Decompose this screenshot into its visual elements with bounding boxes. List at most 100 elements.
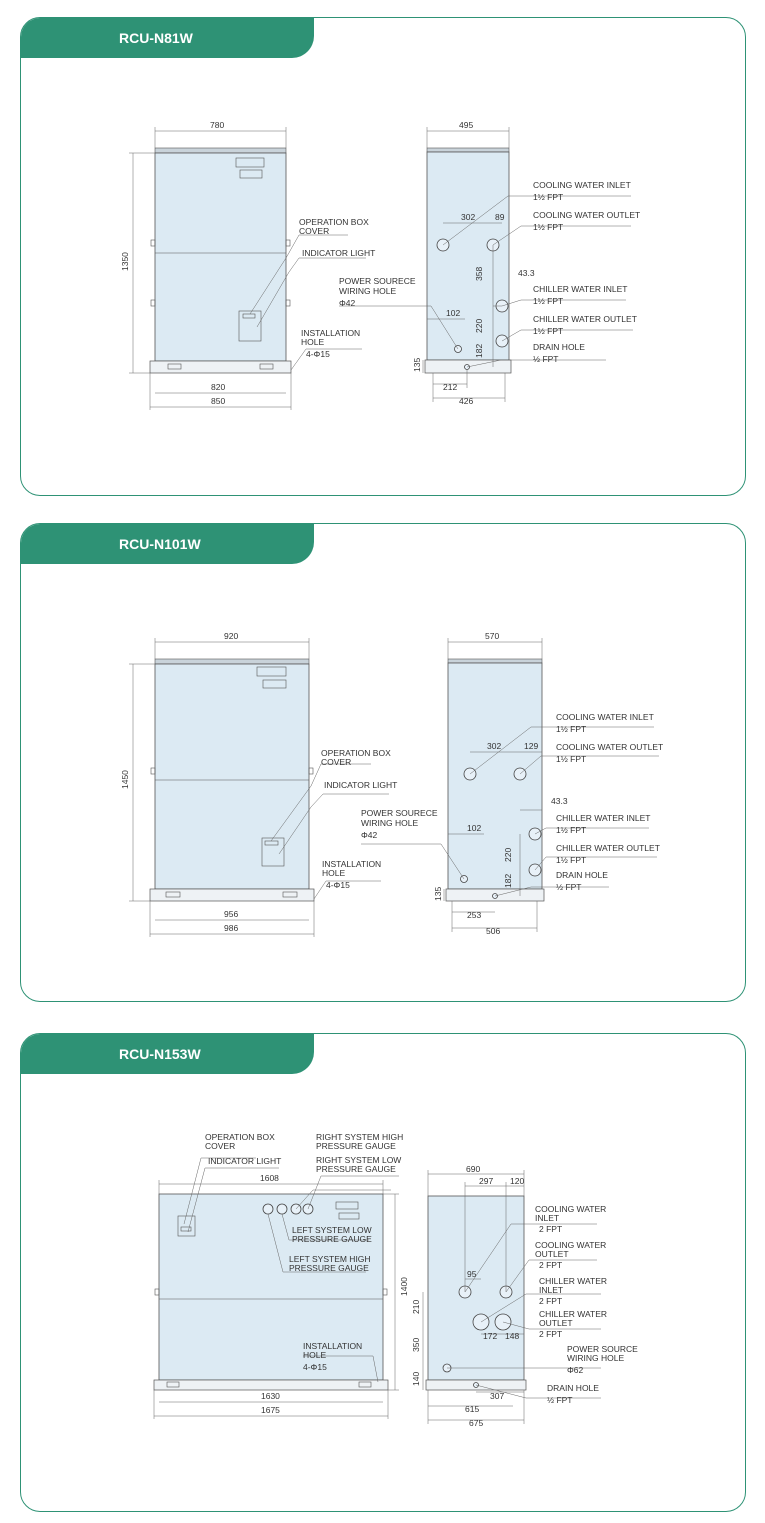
dim-297: 297 [479, 1176, 493, 1186]
install-label-2: HOLE [301, 337, 324, 347]
ch-in-label: CHILLER WATER INLET [556, 813, 650, 823]
dim-307: 307 [490, 1391, 504, 1401]
front-view [129, 638, 389, 937]
ch-out-label: CHILLER WATER [539, 1309, 607, 1319]
base-outer-dim: 850 [211, 396, 225, 406]
drain-label: DRAIN HOLE [547, 1383, 599, 1393]
cw-out-size: 1½ FPT [533, 222, 563, 232]
ch-out-size: 1½ FPT [556, 855, 586, 865]
power-size: Φ42 [339, 298, 356, 308]
model-title-tab: RCU-N81W [21, 18, 314, 58]
dim-253: 253 [467, 910, 481, 920]
power-size: Φ62 [567, 1365, 584, 1375]
right-low-label: RIGHT SYSTEM LOW [316, 1155, 401, 1165]
cw-in-label-2: INLET [535, 1213, 559, 1223]
indicator-label: INDICATOR LIGHT [324, 780, 397, 790]
ch-out-label-2: OUTLET [539, 1318, 573, 1328]
ch-in-label: CHILLER WATER [539, 1276, 607, 1286]
indicator-label: INDICATOR LIGHT [208, 1156, 281, 1166]
front-height-dim: 1350 [120, 252, 130, 271]
op-box-label: OPERATION BOX [299, 217, 369, 227]
dim-43: 43.3 [551, 796, 568, 806]
dim-148: 148 [505, 1331, 519, 1341]
install-label: INSTALLATION [301, 328, 360, 338]
front-width-dim: 1608 [260, 1173, 279, 1183]
install-label: INSTALLATION [303, 1341, 362, 1351]
side-view [361, 638, 659, 932]
drain-size: ½ FPT [547, 1395, 573, 1405]
ch-out-label: CHILLER WATER OUTLET [533, 314, 637, 324]
base-outer-dim: 986 [224, 923, 238, 933]
drain-label: DRAIN HOLE [533, 342, 585, 352]
ch-out-size: 1½ FPT [533, 326, 563, 336]
dimension-drawing: 780 1350 820 850 OPERATION BOX COVER IND… [120, 120, 640, 410]
dim-135: 135 [433, 887, 443, 901]
side-width-dim: 690 [466, 1164, 480, 1174]
section-rcu-n153w: RCU-N153W [20, 1033, 746, 1512]
cw-in-label: COOLING WATER INLET [533, 180, 631, 190]
dim-302: 302 [487, 741, 501, 751]
dimension-drawing: 1608 1400 1630 1675 OPERATION BOX COVER … [153, 1132, 638, 1428]
power-label-2: WIRING HOLE [567, 1353, 624, 1363]
power-size: Φ42 [361, 830, 378, 840]
install-label: INSTALLATION [322, 859, 381, 869]
drain-size: ½ FPT [556, 882, 582, 892]
op-box-label-2: COVER [299, 226, 329, 236]
indicator-label: INDICATOR LIGHT [302, 248, 375, 258]
dim-212: 212 [443, 382, 457, 392]
cw-in-label: COOLING WATER INLET [556, 712, 654, 722]
left-low-label-2: PRESSURE GAUGE [292, 1234, 372, 1244]
power-label-2: WIRING HOLE [361, 818, 418, 828]
dim-129: 129 [524, 741, 538, 751]
left-high-label: LEFT SYSTEM HIGH [289, 1254, 371, 1264]
right-low-label-2: PRESSURE GAUGE [316, 1164, 396, 1174]
cw-in-size: 2 FPT [539, 1224, 562, 1234]
ch-in-label: CHILLER WATER INLET [533, 284, 627, 294]
section-rcu-n101w: RCU-N101W 920 1450 956 9 [20, 523, 746, 1002]
base-inner-dim: 956 [224, 909, 238, 919]
base-outer-dim: 1675 [261, 1405, 280, 1415]
install-label-3: 4-Φ15 [303, 1362, 327, 1372]
right-high-label: RIGHT SYSTEM HIGH [316, 1132, 403, 1142]
dim-43: 43.3 [518, 268, 535, 278]
install-label-3: 4-Φ15 [306, 349, 330, 359]
ch-out-size: 2 FPT [539, 1329, 562, 1339]
dim-615: 615 [465, 1404, 479, 1414]
cw-out-size: 2 FPT [539, 1260, 562, 1270]
front-height-dim: 1400 [399, 1277, 409, 1296]
dim-302: 302 [461, 212, 475, 222]
cw-out-label: COOLING WATER OUTLET [533, 210, 640, 220]
ch-in-label-2: INLET [539, 1285, 563, 1295]
drain-size: ½ FPT [533, 354, 559, 364]
front-width-dim: 920 [224, 631, 238, 641]
dim-182: 182 [474, 344, 484, 358]
install-label-2: HOLE [303, 1350, 326, 1360]
dim-675: 675 [469, 1418, 483, 1428]
ch-out-label: CHILLER WATER OUTLET [556, 843, 660, 853]
right-high-label-2: PRESSURE GAUGE [316, 1141, 396, 1151]
op-box-label: OPERATION BOX [205, 1132, 275, 1142]
power-label-2: WIRING HOLE [339, 286, 396, 296]
dim-102: 102 [446, 308, 460, 318]
drain-label: DRAIN HOLE [556, 870, 608, 880]
dim-95: 95 [467, 1269, 477, 1279]
model-title-tab: RCU-N153W [21, 1034, 314, 1074]
dim-140: 140 [411, 1372, 421, 1386]
ch-in-size: 2 FPT [539, 1296, 562, 1306]
op-box-label: OPERATION BOX [321, 748, 391, 758]
dim-220: 220 [474, 319, 484, 333]
section-rcu-n81w: RCU-N81W 7 [20, 17, 746, 496]
side-view [422, 1170, 601, 1424]
dim-182: 182 [503, 874, 513, 888]
dim-506: 506 [486, 926, 500, 936]
dim-358: 358 [474, 267, 484, 281]
front-view [153, 1157, 399, 1419]
side-width-dim: 495 [459, 120, 473, 130]
dimension-drawing: 920 1450 956 986 OPERATION BOX COVER IND… [120, 631, 663, 937]
op-box-label-2: COVER [321, 757, 351, 767]
cw-in-label: COOLING WATER [535, 1204, 606, 1214]
model-title-tab: RCU-N101W [21, 524, 314, 564]
dim-89: 89 [495, 212, 505, 222]
side-view [339, 127, 633, 402]
dim-426: 426 [459, 396, 473, 406]
